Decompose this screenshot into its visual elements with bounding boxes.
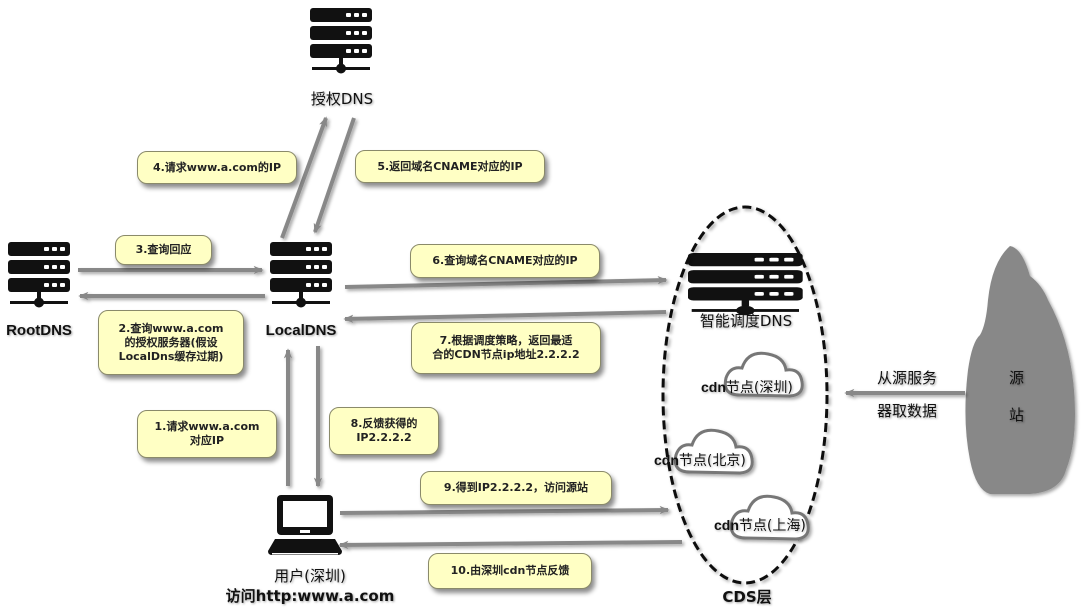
root-dns-label: RootDNS <box>6 322 72 339</box>
cdn-node-beijing-label: cdn节点(北京) <box>654 452 746 469</box>
cds-layer-label: CDS层 <box>722 588 772 606</box>
cdn-node-beijing-cloud-icon <box>673 428 754 475</box>
origin-fetch-label-line2: 器取数据 <box>877 402 938 420</box>
user-laptop-icon <box>268 495 342 555</box>
smart-dns-server-icon <box>688 253 803 316</box>
auth-dns-label: 授权DNS <box>310 90 374 108</box>
arrow-step-9 <box>339 505 670 515</box>
step-note-8: 8.反馈获得的 IP2.2.2.2 <box>329 407 439 455</box>
step-note-5: 5.返回域名CNAME对应的IP <box>355 150 545 183</box>
origin-label-line1: 源 <box>1009 369 1025 387</box>
arrow-step-5 <box>313 117 356 234</box>
auth-dns-server-icon <box>310 8 372 74</box>
origin-server-shape <box>965 246 1075 494</box>
origin-fetch-label-line1: 从源服务 <box>877 369 938 387</box>
step-note-6: 6.查询域名CNAME对应的IP <box>410 244 600 278</box>
origin-label-line2: 站 <box>1009 406 1025 424</box>
arrow-step-7 <box>343 310 667 323</box>
step-note-1: 1.请求www.a.com 对应IP <box>137 410 277 458</box>
smart-dns-label: 智能调度DNS <box>699 312 793 330</box>
arrow-step-10 <box>338 540 683 550</box>
step-note-4: 4.请求www.a.com的IP <box>137 151 297 184</box>
cdn-node-shanghai-label: cdn节点(上海) <box>714 517 806 534</box>
cdn-node-shenzhen-cloud-icon <box>723 351 804 398</box>
user-url-label: 访问http:www.a.com <box>225 587 395 605</box>
local-dns-server-icon <box>270 242 332 308</box>
cds-layer-boundary <box>661 205 829 585</box>
step-note-2: 2.查询www.a.com 的授权服务器(假设 LocalDns缓存过期) <box>98 310 244 375</box>
step-note-7: 7.根据调度策略，返回最适 合的CDN节点ip地址2.2.2.2 <box>411 322 601 374</box>
cdn-node-shenzhen-label: cdn节点(深圳) <box>701 379 793 396</box>
cdn-node-shanghai-cloud-icon <box>729 494 810 541</box>
local-dns-label: LocalDNS <box>265 322 337 339</box>
arrow-step-4 <box>280 116 328 239</box>
step-note-9: 9.得到IP2.2.2.2，访问源站 <box>420 471 612 505</box>
root-dns-server-icon <box>8 242 70 308</box>
step-note-3: 3.查询回应 <box>115 235 212 265</box>
arrow-step-6 <box>344 276 668 289</box>
step-note-10: 10.由深圳cdn节点反馈 <box>428 553 592 589</box>
user-label: 用户(深圳) <box>274 567 346 585</box>
